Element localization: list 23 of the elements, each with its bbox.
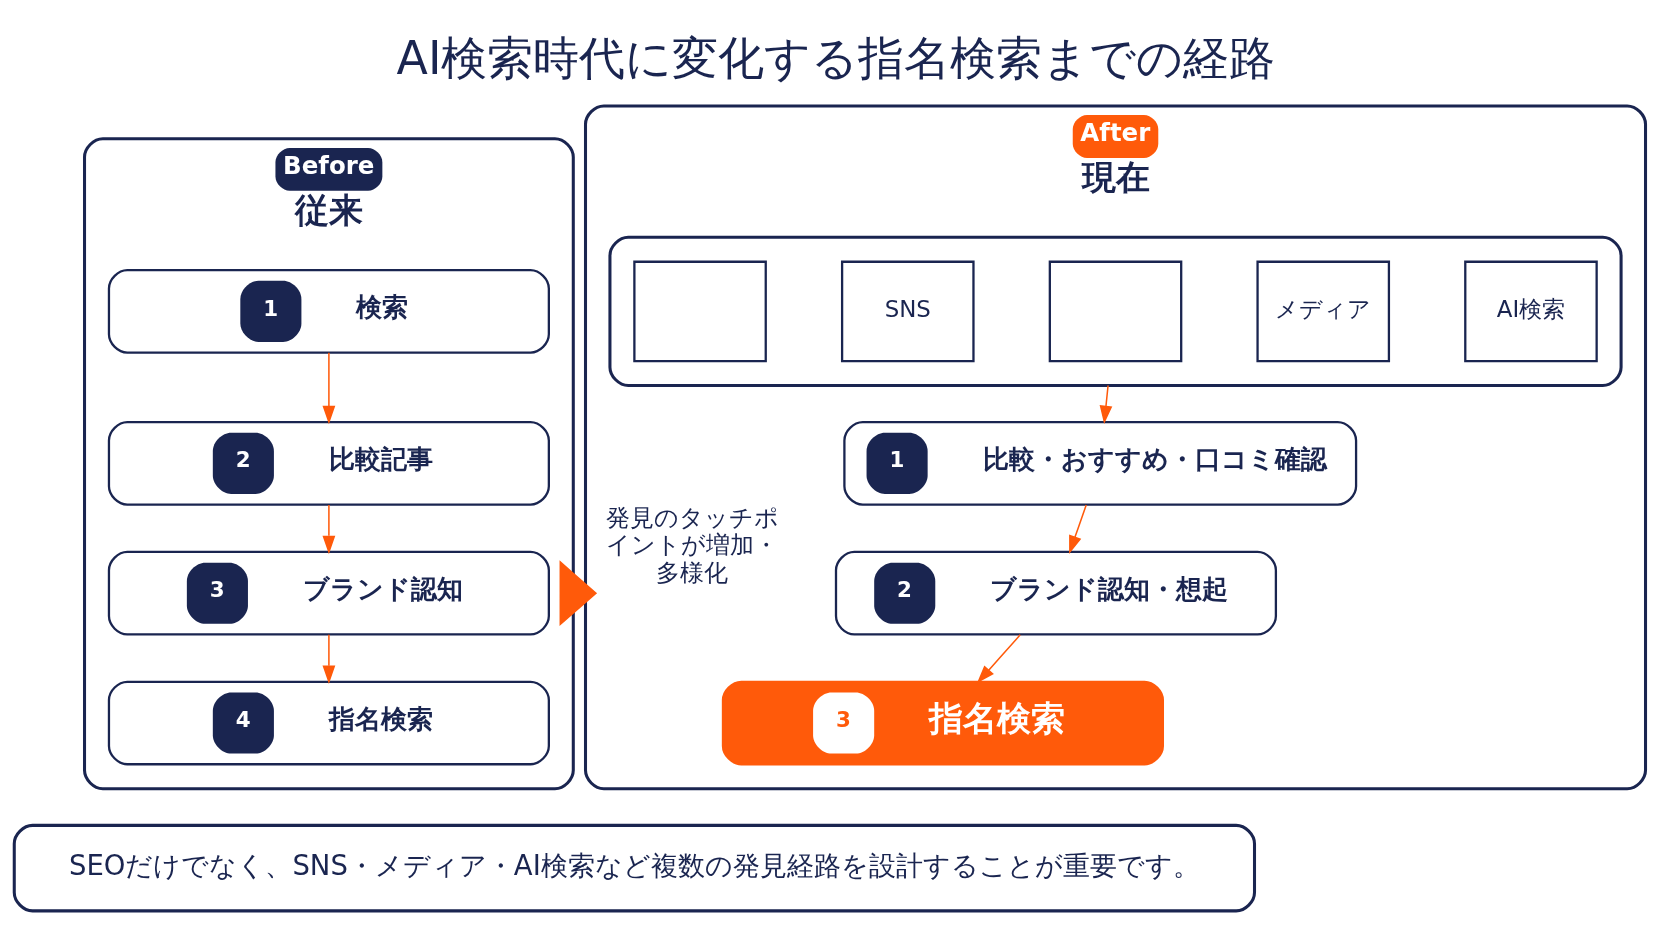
node-box: 2 比較記事 — [107, 420, 550, 506]
node-box: 3 ブランド認知 — [107, 550, 550, 636]
node-box: 3 指名検索 — [721, 680, 1164, 765]
arrow — [559, 559, 598, 626]
node-box: SEOだけでなく、SNS・メディア・AI検索など複数の発見経路を設計することが重要です。 — [12, 823, 1257, 912]
node-box: メディア — [1256, 260, 1391, 362]
node-box — [1048, 260, 1183, 362]
arrow — [976, 633, 1021, 683]
node-box — [633, 260, 767, 362]
node-box: AI検索 — [1464, 260, 1598, 362]
arrow — [322, 503, 336, 554]
node-box: SNS — [840, 260, 975, 362]
arrow — [322, 633, 336, 684]
arrow — [1069, 503, 1087, 554]
cluster — [608, 235, 1623, 387]
arrow — [1099, 384, 1113, 424]
node-box: 1 検索 — [107, 268, 550, 354]
diagram-title: AI検索時代に変化する指名検索までの経路 — [396, 30, 1276, 85]
arrow — [322, 351, 336, 424]
node-box: 1 比較・おすすめ・口コミ確認 — [843, 420, 1358, 506]
node-box: 2 ブランド認知・想起 — [834, 550, 1278, 636]
node-box: 4 指名検索 — [107, 680, 550, 765]
edge-label: 発見のタッチポイントが増加・多様化 — [605, 502, 779, 587]
